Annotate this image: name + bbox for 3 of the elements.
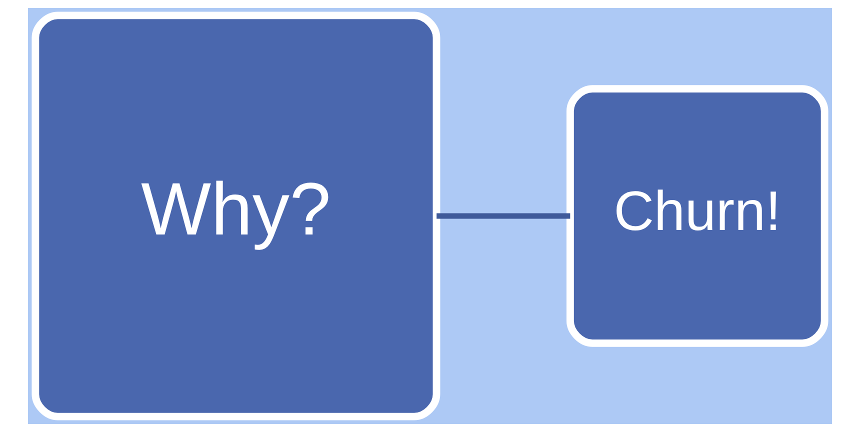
node-box: Why? <box>31 12 440 420</box>
node-box: Churn! <box>566 85 828 347</box>
connector <box>436 213 570 219</box>
